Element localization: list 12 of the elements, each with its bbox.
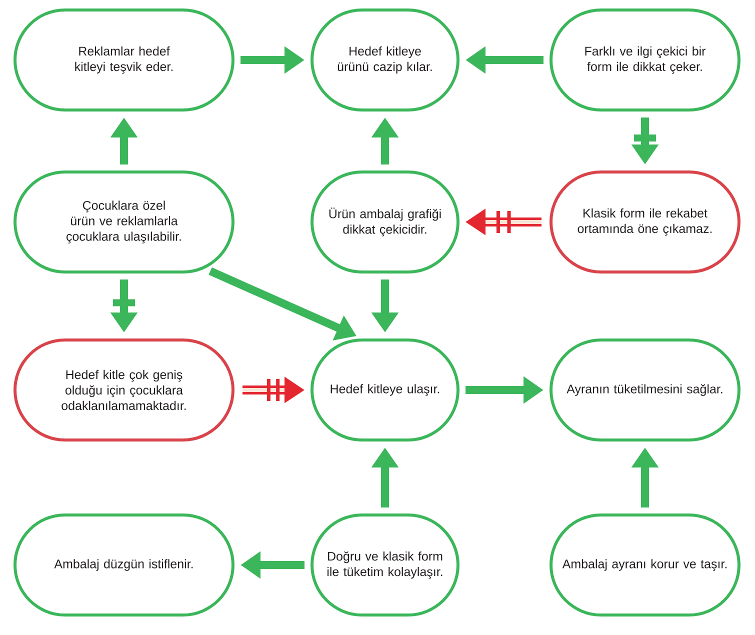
process-box: Klasik form ile rekabet ortamında öne çıkamaz. [550, 170, 740, 274]
process-box: Ambalaj ayranı korur ve taşır. [550, 514, 740, 616]
process-box: Çocuklara özel ürün ve reklamlarla çocuklara ulaşılabilir. [14, 170, 234, 274]
process-box: Ambalaj düzgün istiflenir. [14, 514, 234, 616]
process-box: Hedef kitleye ulaşır. [310, 338, 460, 442]
process-box: Ürün ambalaj grafiği dikkat çekicidir. [310, 170, 460, 274]
process-box: Hedef kitleye ürünü cazip kılar. [310, 8, 460, 112]
process-box: Farklı ve ilgi çekici bir form ile dikkat çeker. [550, 8, 740, 112]
process-box: Doğru ve klasik form ile tüketim kolaylaşır. [310, 514, 460, 616]
process-box: Hedef kitle çok geniş olduğu için çocuklara odaklanılamamaktadır. [14, 338, 234, 442]
process-box: Ayranın tüketilmesini sağlar. [550, 338, 740, 442]
process-box: Reklamlar hedef kitleyi teşvik eder. [14, 8, 234, 112]
